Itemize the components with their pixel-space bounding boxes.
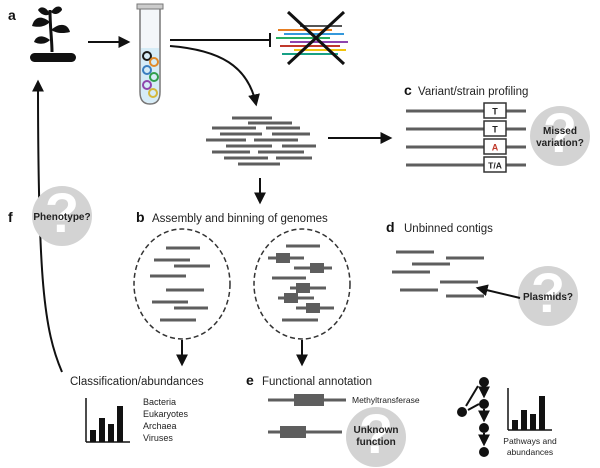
pathway-graph-icon: [457, 377, 490, 457]
variant-tracks: [406, 102, 526, 173]
variant-base-4: T/A: [488, 161, 502, 171]
panel-letter-f: f: [8, 209, 13, 225]
plasmids-label: Plasmids?: [523, 292, 573, 303]
panel-letter-b: b: [136, 209, 145, 225]
panel-c-title: Variant/strain profiling: [418, 86, 528, 98]
classification-title: Classification/abundances: [70, 376, 204, 388]
plant-icon: [30, 6, 76, 62]
panel-letter-c: c: [404, 82, 412, 98]
unknown-function-line2: function: [356, 437, 395, 448]
taxon-eukaryotes: Eukaryotes: [143, 409, 189, 419]
panel-b-title: Assembly and binning of genomes: [152, 213, 328, 225]
panel-letter-e: e: [246, 372, 254, 388]
short-reads-cluster: [206, 116, 316, 166]
pathways-label-line1: Pathways and: [503, 436, 557, 446]
missed-variation-line2: variation?: [536, 138, 584, 149]
gene-label-methyltransferase: Methyltransferase: [352, 395, 420, 405]
svg-text:?: ?: [543, 101, 577, 164]
panel-letter-a: a: [8, 7, 16, 23]
missed-variation-bubble: ?: [530, 101, 590, 166]
svg-text:?: ?: [359, 402, 393, 465]
svg-text:?: ?: [531, 261, 565, 324]
svg-text:?: ?: [45, 181, 79, 244]
unknown-function-bubble: ?: [346, 402, 406, 467]
phenotype-bubble: ?: [32, 181, 92, 246]
pathway-bar-chart: [507, 388, 552, 431]
taxon-bacteria: Bacteria: [143, 397, 176, 407]
test-tube-icon: [136, 3, 164, 105]
phenotype-label: Phenotype?: [33, 212, 90, 223]
missed-variation-line1: Missed: [543, 126, 577, 137]
unbinned-contigs: [392, 250, 484, 298]
genome-bin-2: [253, 228, 351, 340]
crossed-strands-icon: [276, 10, 348, 66]
arrow-to-phenotype: [32, 79, 63, 373]
genome-bin-1: [133, 228, 231, 340]
pathways-label-line2: abundances: [507, 447, 553, 457]
plasmids-bubble: ?: [518, 261, 578, 326]
taxon-archaea: Archaea: [143, 421, 177, 431]
variant-base-2: T: [492, 125, 498, 135]
taxon-viruses: Viruses: [143, 433, 173, 443]
variant-base-1: T: [492, 107, 498, 117]
panel-e-title: Functional annotation: [262, 376, 372, 388]
unknown-function-line1: Unknown: [354, 425, 399, 436]
panel-letter-d: d: [386, 219, 395, 235]
arrow-tube-to-reads: [169, 45, 260, 107]
unknown-gene: [268, 426, 342, 438]
annotated-gene: [268, 394, 346, 406]
arrow-to-contig: [475, 284, 521, 299]
variant-base-3: A: [492, 143, 499, 153]
classification-bar-chart: [85, 398, 130, 443]
panel-d-title: Unbinned contigs: [404, 223, 493, 235]
